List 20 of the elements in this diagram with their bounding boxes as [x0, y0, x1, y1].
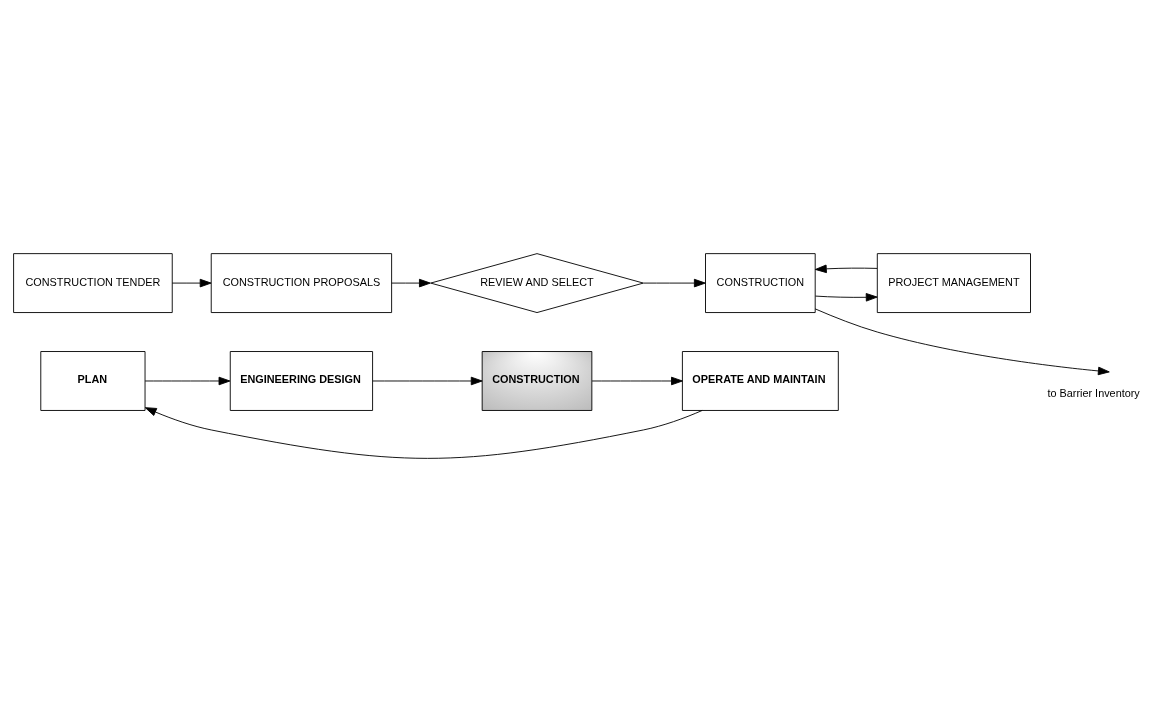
arrow — [144, 406, 703, 459]
arrow — [372, 376, 483, 385]
arrow — [144, 376, 231, 385]
arrow — [171, 278, 212, 287]
node-box: PLAN — [40, 350, 146, 411]
arrow — [814, 307, 1110, 375]
arrow — [815, 264, 878, 273]
edge-label: to Barrier Inventory — [1047, 386, 1140, 399]
node-box: CONSTRUCTION PROPOSALS — [210, 252, 393, 313]
arrow — [391, 278, 431, 287]
arrow — [815, 292, 878, 302]
node-box: CONSTRUCTION — [705, 252, 816, 313]
node-box: CONSTRUCTION TENDER — [13, 252, 173, 313]
node-diamond: REVIEW AND SELECT — [430, 252, 644, 313]
node-box: CONSTRUCTION — [481, 350, 593, 411]
node-box: ENGINEERING DESIGN — [229, 350, 374, 411]
node-box: OPERATE AND MAINTAIN — [681, 350, 839, 411]
arrow — [591, 376, 683, 385]
node-box: PROJECT MANAGEMENT — [876, 252, 1031, 313]
arrow — [643, 278, 706, 287]
